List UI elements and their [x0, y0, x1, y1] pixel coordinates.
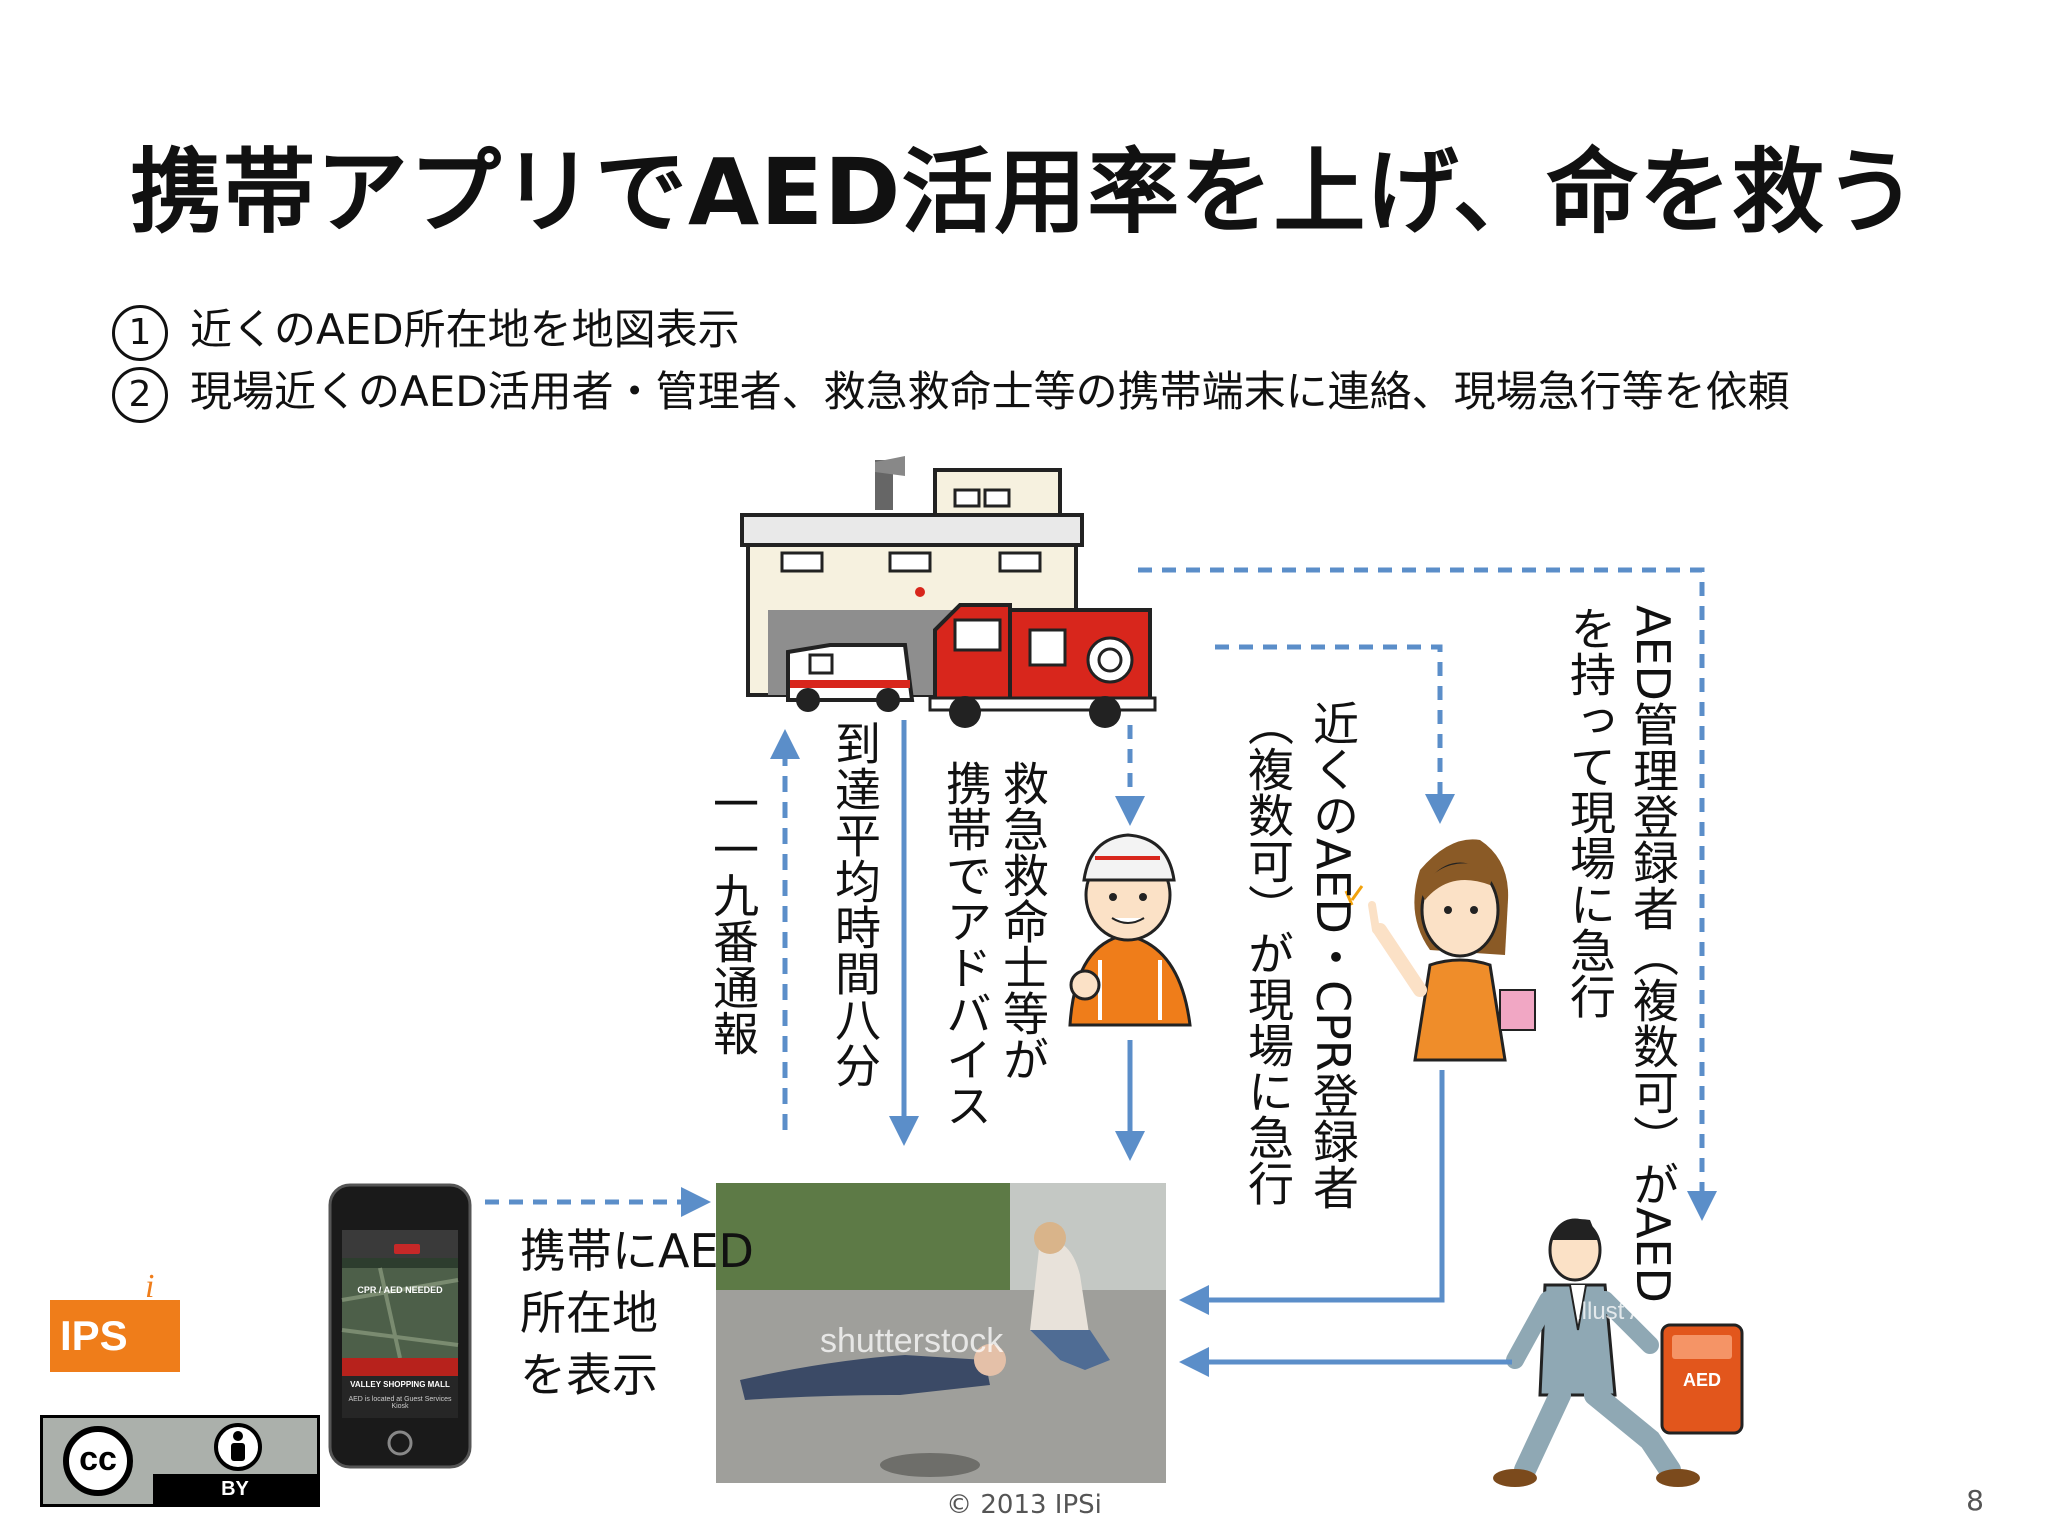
aed-box-label: AED [1682, 1370, 1721, 1390]
paramedic-illustration [1068, 833, 1192, 1027]
label-paramedic-advice-1: 救急救命士等が [996, 760, 1050, 1082]
woman-illustration [1344, 839, 1536, 1062]
cc-text: cc [79, 1440, 117, 1478]
ips-logo-i: i [145, 1268, 155, 1305]
flow-arrows [485, 567, 1717, 1377]
ips-logo: IPS [50, 1300, 180, 1372]
fire-station-illustration [740, 456, 1157, 728]
phone-screen-header: CPR / AED NEEDED [357, 1285, 443, 1295]
cc-by-license-badge: cc BY [40, 1415, 320, 1507]
bullet-1: 1 近くのAED所在地を地図表示 [112, 296, 740, 361]
bullet-2-text: 現場近くのAED活用者・管理者、救急救命士等の携帯端末に連絡、現場急行等を依頼 [190, 367, 1790, 416]
cc-by-text: BY [153, 1474, 317, 1504]
arrow-to-nearby-registrant [1215, 644, 1455, 824]
label-phone-display-2: 所在地 [520, 1286, 658, 1340]
label-paramedic-advice-2: 携帯でアドバイス [939, 760, 993, 1128]
man-with-aed-illustration [1493, 1218, 1744, 1487]
label-manager-rush-2: を持って現場に急行 [1563, 605, 1617, 1019]
label-phone-display-1: 携帯にAED [520, 1224, 754, 1278]
arrow-registrant-to-scene [1179, 1070, 1445, 1315]
bullet-1-number: 1 [112, 304, 168, 361]
label-arrival-time: 到達平均時間八分 [828, 720, 882, 1088]
cc-icon [63, 1426, 133, 1496]
label-119-call: 一一九番通報 [706, 780, 760, 1056]
bullet-2-number: 2 [112, 366, 168, 423]
attribution-person-icon [214, 1423, 262, 1471]
label-nearby-rush-1: 近くのAED・CPR登録者 [1306, 700, 1360, 1210]
page-number: 8 [1966, 1484, 1984, 1517]
label-phone-display-3: を表示 [520, 1348, 658, 1402]
illust-ac-watermark: Illust AC [1575, 1298, 1664, 1325]
label-nearby-rush-2: （複数可）が現場に急行 [1241, 700, 1295, 1206]
copyright-footer: © 2013 IPSi [946, 1490, 1102, 1520]
phone-screen-info: AED is located at Guest Services Kiosk [348, 1396, 452, 1410]
arrow-to-aed-manager [1138, 567, 1717, 1221]
slide-title: 携帯アプリでAED活用率を上げ、命を救う [130, 139, 1918, 246]
phone-screen-place: VALLEY SHOPPING MALL [350, 1380, 450, 1389]
bullet-2: 2 現場近くのAED活用者・管理者、救急救命士等の携帯端末に連絡、現場急行等を依頼 [112, 358, 1790, 423]
label-manager-rush-1: AED管理登録者（複数可）がAED [1626, 605, 1680, 1303]
emergency-scene-photo [716, 1183, 1166, 1483]
bullet-1-text: 近くのAED所在地を地図表示 [190, 305, 740, 354]
smartphone-illustration [328, 1183, 472, 1469]
shutterstock-watermark: shutterstock [820, 1322, 1004, 1360]
